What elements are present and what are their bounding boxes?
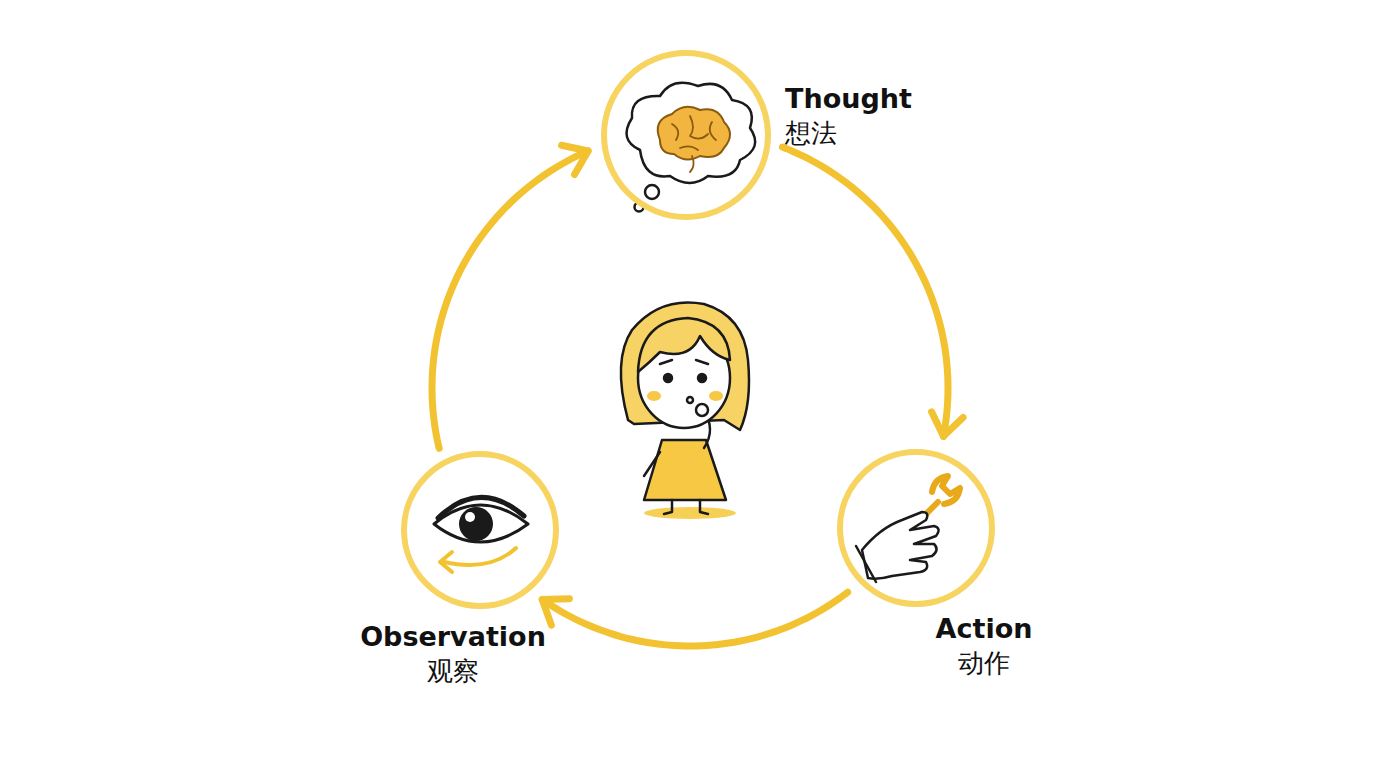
- step-name: Observation: [360, 620, 546, 654]
- eye: [664, 374, 672, 382]
- thought-icon: [627, 83, 756, 212]
- step-name-chinese: 想法: [785, 116, 912, 150]
- step-name-chinese: 观察: [360, 654, 546, 688]
- thought-cloud: [627, 83, 756, 183]
- girl-figure: [621, 302, 749, 519]
- hand: [862, 512, 939, 579]
- cycle-arrow: [542, 592, 847, 646]
- circle-outline: [404, 454, 556, 606]
- hair-back: [621, 302, 749, 430]
- blush: [709, 391, 723, 401]
- cycle-arrow: [432, 151, 588, 448]
- hair-fringe: [638, 318, 730, 372]
- cycle-arrow: [782, 147, 948, 436]
- cycle-step-circle: Action动作: [836, 448, 996, 608]
- brain-fold: [672, 116, 716, 172]
- thought-bubble: [645, 185, 659, 199]
- eye-cycle-arrowhead: [440, 552, 452, 572]
- ground-shadow: [644, 507, 736, 519]
- circle-outline: [840, 452, 992, 604]
- eye-icon: [434, 497, 528, 572]
- hand: [696, 404, 708, 416]
- action-icon: [856, 476, 960, 582]
- step-name-chinese: 动作: [936, 646, 1033, 680]
- brow: [660, 360, 708, 364]
- blush: [647, 391, 661, 401]
- circle-outline: [600, 49, 772, 221]
- step-label: Thought想法: [785, 82, 912, 150]
- dress: [644, 440, 726, 500]
- step-name: Thought: [785, 82, 912, 116]
- cycle-step-circle: Observation观察: [400, 450, 560, 610]
- circle-outline: [836, 448, 996, 608]
- step-name: Action: [936, 612, 1033, 646]
- legs: [664, 500, 708, 514]
- cycle-step-circle: Thought想法: [600, 49, 772, 221]
- eye-highlight: [465, 512, 475, 522]
- circle-outline: [604, 53, 768, 217]
- circle-outline: [400, 450, 560, 610]
- step-label: Observation观察: [360, 620, 546, 688]
- eye: [698, 374, 706, 382]
- brain: [658, 107, 730, 160]
- eye-cycle-arrow: [444, 548, 516, 565]
- eye-iris: [459, 507, 493, 541]
- step-label: Action动作: [936, 612, 1033, 680]
- mouth: [687, 397, 693, 403]
